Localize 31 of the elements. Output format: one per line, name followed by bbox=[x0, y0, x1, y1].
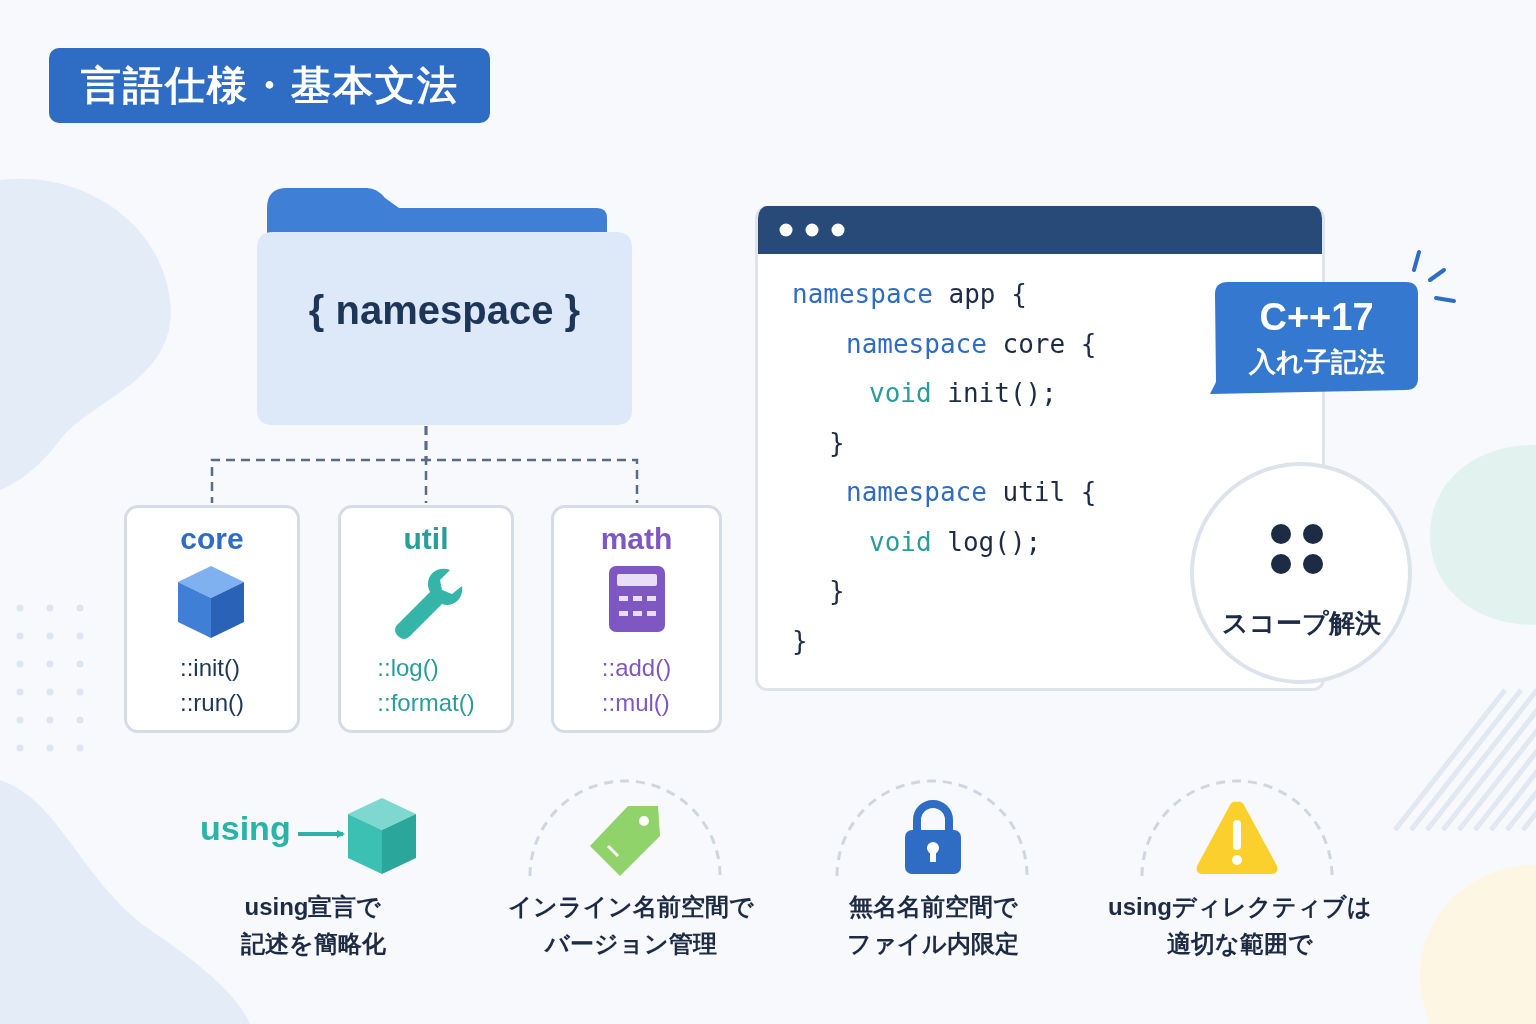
module-box bbox=[124, 505, 300, 733]
callout-heading: C++17 bbox=[1258, 296, 1375, 339]
callout-text: 入れ子記法 bbox=[1247, 346, 1386, 379]
keyword-label: using bbox=[200, 808, 291, 848]
code-line: void init(); bbox=[869, 378, 1057, 408]
box-heading: util bbox=[402, 522, 450, 556]
code-line: namespace core { bbox=[846, 328, 1097, 359]
module-box bbox=[551, 505, 722, 733]
code-line: } bbox=[829, 576, 845, 606]
cube-icon bbox=[348, 798, 416, 874]
caption: using宣言で記述を簡略化 bbox=[240, 892, 386, 959]
namespace-label: { namespace } bbox=[307, 288, 582, 333]
function-list: ::add() ::mul() bbox=[601, 650, 672, 720]
caption: usingディレクティブは適切な範囲で bbox=[1107, 892, 1373, 959]
arrow bbox=[298, 830, 345, 838]
scope-label: スコープ解決 bbox=[1220, 607, 1382, 640]
title-banner: 言語仕様・基本文法 bbox=[49, 48, 490, 123]
function-list: ::init() ::run() bbox=[180, 650, 244, 720]
code-line: namespace util { bbox=[846, 477, 1097, 507]
function-list: ::log() ::format() bbox=[377, 650, 475, 720]
code-line: void log(); bbox=[869, 526, 1042, 557]
box-heading: core bbox=[179, 522, 245, 556]
code-line: } bbox=[829, 427, 845, 458]
connector-line bbox=[424, 426, 639, 503]
box-heading: math bbox=[599, 522, 674, 556]
caption: インライン名前空間でバージョン管理 bbox=[507, 892, 755, 959]
code-line: namespace app { bbox=[792, 279, 1027, 309]
code-line: } bbox=[792, 625, 808, 656]
module-box bbox=[338, 505, 514, 733]
callout-tooltip bbox=[1208, 282, 1418, 394]
caption: 無名名前空間でファイル内限定 bbox=[846, 892, 1020, 959]
